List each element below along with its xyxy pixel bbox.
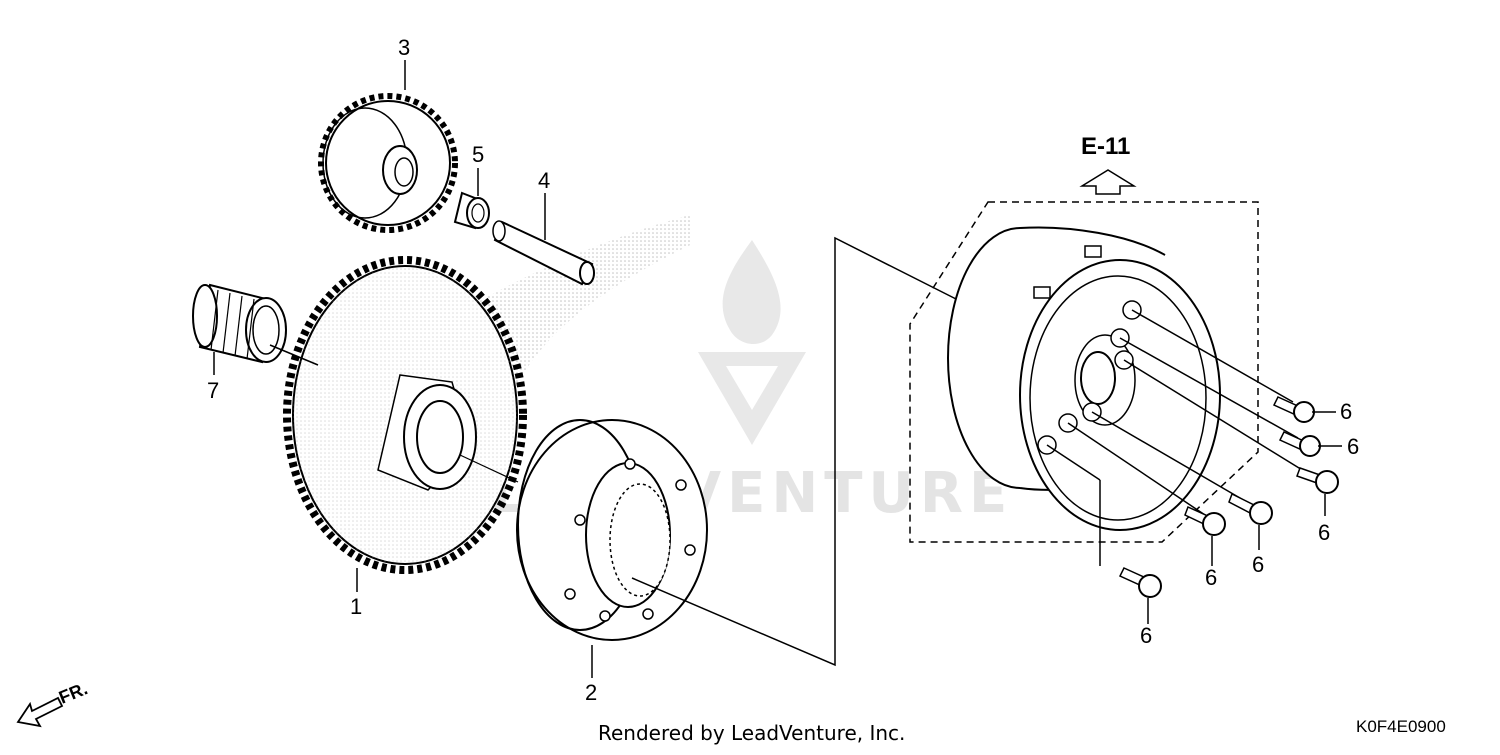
reference-label: E-11 bbox=[1081, 133, 1130, 160]
callout-3: 3 bbox=[398, 35, 410, 60]
callout-6-f: 6 bbox=[1140, 623, 1152, 648]
front-arrow-icon bbox=[16, 696, 64, 728]
reference-box bbox=[909, 201, 1259, 543]
part-6-leader-lines bbox=[1046, 309, 1313, 566]
callout-6-a: 6 bbox=[1340, 399, 1352, 424]
part-6-bolt-b bbox=[1278, 431, 1321, 457]
callout-1: 1 bbox=[350, 594, 362, 619]
flywheel-rotor bbox=[947, 226, 1221, 531]
callout-6-b: 6 bbox=[1347, 434, 1359, 459]
callout-2: 2 bbox=[585, 680, 597, 705]
part-6-bolt-d bbox=[1228, 492, 1273, 525]
footer-credit: Rendered by LeadVenture, Inc. bbox=[598, 721, 905, 745]
part-4-shaft bbox=[492, 220, 595, 286]
callout-5: 5 bbox=[472, 142, 484, 167]
diagram-code: K0F4E0900 bbox=[1356, 717, 1446, 736]
part-6-bolt-f bbox=[1118, 567, 1162, 598]
callout-leaders bbox=[213, 60, 1342, 678]
callout-6-d: 6 bbox=[1252, 552, 1264, 577]
watermark-flame-icon bbox=[722, 240, 781, 345]
callout-6-c: 6 bbox=[1318, 520, 1330, 545]
front-marker: FR. bbox=[16, 678, 90, 728]
watermark-v-icon bbox=[698, 352, 806, 445]
part-3-gear bbox=[318, 93, 458, 233]
part-7-bearing bbox=[192, 283, 287, 364]
part-6-bolt-c bbox=[1296, 467, 1339, 494]
part-1-gear bbox=[283, 256, 527, 574]
callout-4: 4 bbox=[538, 168, 550, 193]
part-2-starter-clutch bbox=[516, 419, 708, 641]
part-6-bolt-a bbox=[1272, 396, 1315, 423]
front-label: FR. bbox=[56, 678, 90, 707]
assembly-line bbox=[631, 236, 959, 667]
part-5-bushing bbox=[453, 191, 490, 230]
part-6-bolt-e bbox=[1184, 505, 1226, 536]
callout-7: 7 bbox=[207, 378, 219, 403]
reference-arrow-icon bbox=[1079, 169, 1137, 195]
callout-6-e: 6 bbox=[1205, 565, 1217, 590]
